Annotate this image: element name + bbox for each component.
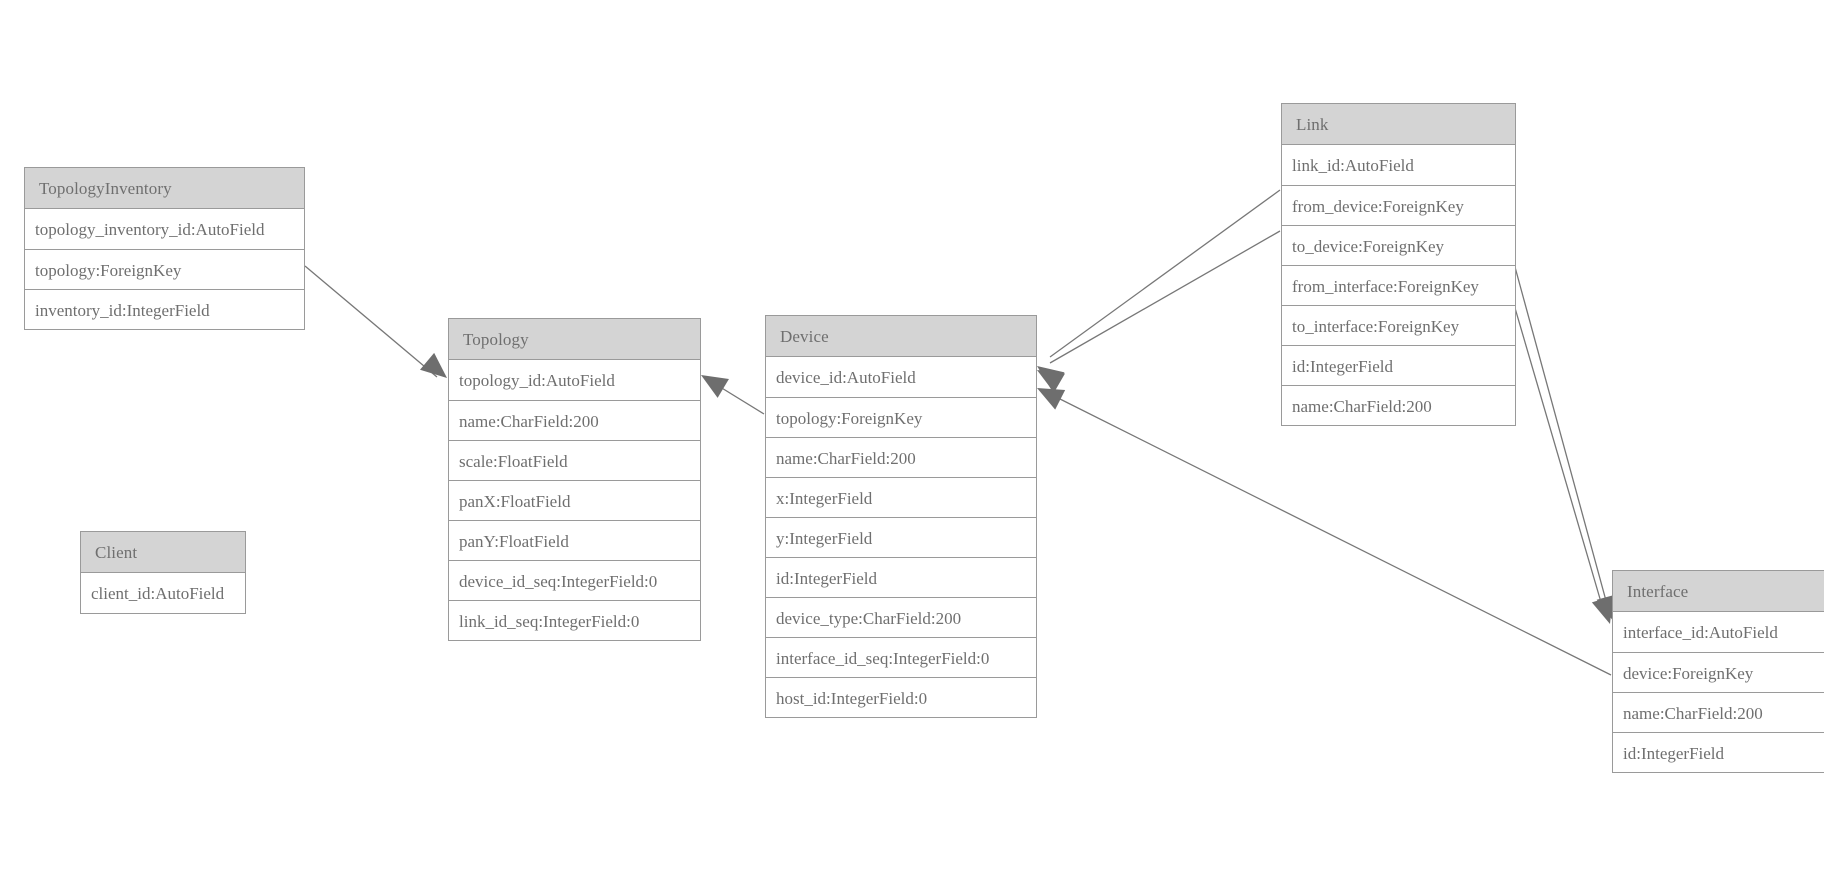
entity-field-row[interactable]: device_id_seq:IntegerField:0 xyxy=(449,560,700,600)
entity-field-row[interactable]: id:IntegerField xyxy=(1613,732,1824,772)
entity-field-row[interactable]: device:ForeignKey xyxy=(1613,652,1824,692)
entity-field-row[interactable]: to_interface:ForeignKey xyxy=(1282,305,1515,345)
entity-field-row[interactable]: id:IntegerField xyxy=(1282,345,1515,385)
entity-title-client: Client xyxy=(81,532,245,573)
relationship-line xyxy=(304,265,438,378)
entity-title-device: Device xyxy=(766,316,1036,357)
relationship-line xyxy=(1049,189,1281,358)
entity-field-row[interactable]: scale:FloatField xyxy=(449,440,700,480)
entity-field-row[interactable]: topology_id:AutoField xyxy=(449,360,700,400)
entity-field-row[interactable]: topology:ForeignKey xyxy=(25,249,304,289)
entity-field-row[interactable]: to_device:ForeignKey xyxy=(1282,225,1515,265)
entity-field-row[interactable]: interface_id_seq:IntegerField:0 xyxy=(766,637,1036,677)
entity-field-row[interactable]: panY:FloatField xyxy=(449,520,700,560)
entity-title-topology-inventory: TopologyInventory xyxy=(25,168,304,209)
entity-field-row[interactable]: link_id:AutoField xyxy=(1282,145,1515,185)
entity-field-row[interactable]: name:CharField:200 xyxy=(449,400,700,440)
relationship-rel-device-topology xyxy=(701,375,765,415)
entity-field-row[interactable]: topology_inventory_id:AutoField xyxy=(25,209,304,249)
entity-field-row[interactable]: device_type:CharField:200 xyxy=(766,597,1036,637)
entity-field-row[interactable]: panX:FloatField xyxy=(449,480,700,520)
relationship-line xyxy=(1049,393,1612,676)
entity-field-row[interactable]: interface_id:AutoField xyxy=(1613,612,1824,652)
entity-field-row[interactable]: host_id:IntegerField:0 xyxy=(766,677,1036,717)
entity-field-row[interactable]: y:IntegerField xyxy=(766,517,1036,557)
relationship-rel-topologyinventory-topology xyxy=(304,265,447,378)
relationship-rel-link-to-interface xyxy=(1514,307,1613,624)
relationship-line xyxy=(711,381,765,415)
entity-field-row[interactable]: link_id_seq:IntegerField:0 xyxy=(449,600,700,640)
entity-title-interface: Interface xyxy=(1613,571,1824,612)
entity-field-row[interactable]: topology:ForeignKey xyxy=(766,397,1036,437)
entity-field-row[interactable]: client_id:AutoField xyxy=(81,573,245,613)
entity-field-row[interactable]: from_interface:ForeignKey xyxy=(1282,265,1515,305)
entity-field-row[interactable]: device_id:AutoField xyxy=(766,357,1036,397)
entity-field-row[interactable]: name:CharField:200 xyxy=(1613,692,1824,732)
relationship-line xyxy=(1049,230,1281,364)
relationship-rel-link-from-interface xyxy=(1514,266,1618,622)
entity-field-row[interactable]: inventory_id:IntegerField xyxy=(25,289,304,329)
relationship-rel-link-to-device xyxy=(1037,230,1281,393)
entity-fields-client: client_id:AutoField xyxy=(81,573,245,613)
entity-field-row[interactable]: id:IntegerField xyxy=(766,557,1036,597)
relationship-line xyxy=(1514,266,1609,609)
entity-field-row[interactable]: from_device:ForeignKey xyxy=(1282,185,1515,225)
entity-title-topology: Topology xyxy=(449,319,700,360)
relationship-rel-link-from-device xyxy=(1037,189,1281,391)
entity-field-row[interactable]: name:CharField:200 xyxy=(1282,385,1515,425)
entity-field-row[interactable]: x:IntegerField xyxy=(766,477,1036,517)
entity-title-link: Link xyxy=(1282,104,1515,145)
entity-field-row[interactable]: name:CharField:200 xyxy=(766,437,1036,477)
relationship-line xyxy=(1514,307,1604,610)
